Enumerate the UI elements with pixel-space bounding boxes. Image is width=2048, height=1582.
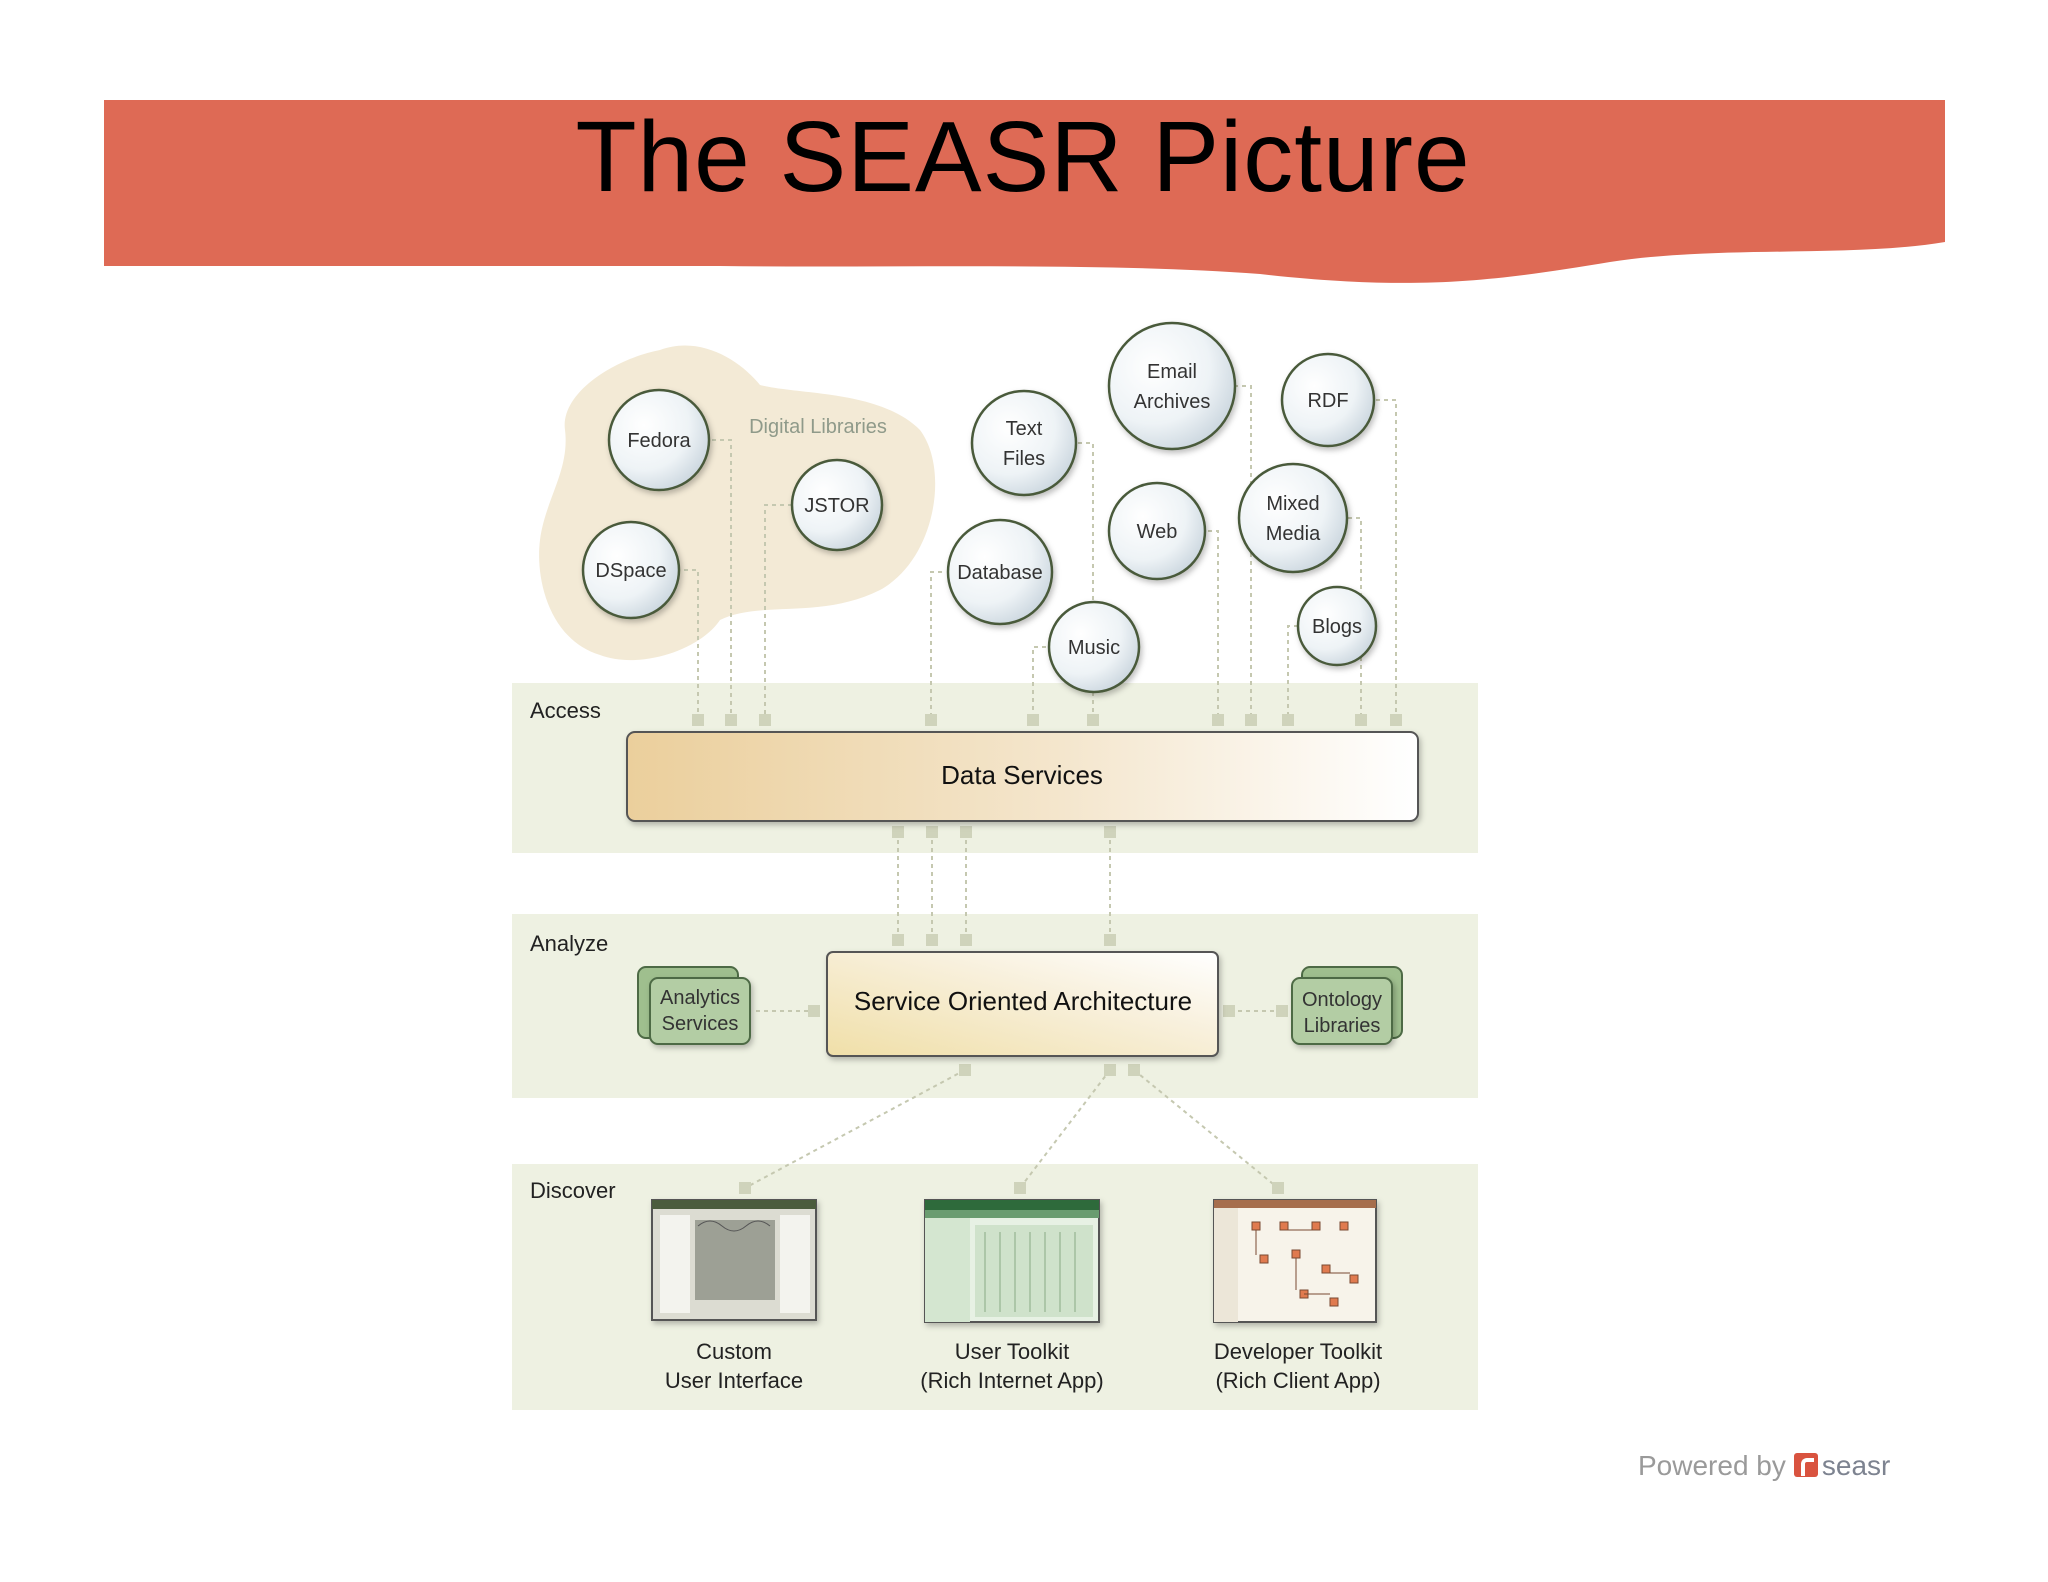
mixed-media-label: Mixed xyxy=(1266,493,1319,515)
seasr-brand-text: seasr xyxy=(1821,1450,1891,1481)
email-archives-label: Archives xyxy=(1134,391,1211,413)
text-files-label: Text xyxy=(1006,418,1043,440)
blogs-label: Blogs xyxy=(1312,616,1362,638)
rdf-bubble: RDF xyxy=(1280,352,1376,448)
page-title: The SEASR Picture xyxy=(575,101,1471,213)
custom-ui-caption: Custom User Interface xyxy=(664,1339,804,1393)
dspace-label: DSpace xyxy=(595,560,666,582)
email-archives-label: Email xyxy=(1147,361,1197,383)
user-toolkit-caption: User Toolkit (Rich Internet App) xyxy=(920,1339,1104,1393)
connector-ports xyxy=(692,714,1402,1194)
ontology-line-2: Libraries xyxy=(1304,1015,1381,1037)
custom-ui-thumbnail xyxy=(651,1199,817,1321)
jstor-label: JSTOR xyxy=(804,495,869,517)
access-layer-label: Access xyxy=(530,698,601,723)
fedora-bubble: Fedora xyxy=(607,388,711,492)
ontology-line-1: Ontology xyxy=(1302,989,1382,1011)
user-toolkit-thumbnail xyxy=(924,1199,1100,1323)
fedora-label: Fedora xyxy=(627,430,691,452)
blogs-bubble: Blogs xyxy=(1296,585,1378,667)
seasr-logo-icon xyxy=(1793,1453,1818,1477)
jstor-bubble: JSTOR xyxy=(790,458,884,552)
analytics-services: Analytics Services xyxy=(637,966,751,1045)
dspace-bubble: DSpace xyxy=(581,520,681,620)
music-label: Music xyxy=(1068,637,1120,659)
analytics-line-1: Analytics xyxy=(660,987,740,1009)
web-label: Web xyxy=(1137,521,1178,543)
data-services-label: Data Services xyxy=(941,760,1103,790)
soa-box xyxy=(826,951,1219,1057)
mixed-media-label: Media xyxy=(1266,523,1321,545)
rdf-label: RDF xyxy=(1307,390,1348,412)
powered-by-text: Powered by xyxy=(1638,1450,1786,1481)
soa-label: Service Oriented Architecture xyxy=(854,986,1192,1016)
database-label: Database xyxy=(957,562,1043,584)
text-files-label: Files xyxy=(1003,448,1045,470)
ontology-libraries: Ontology Libraries xyxy=(1291,966,1403,1045)
digital-libraries-label: Digital Libraries xyxy=(749,416,887,438)
database-bubble: Database xyxy=(946,518,1054,626)
developer-toolkit-caption: Developer Toolkit (Rich Client App) xyxy=(1213,1339,1383,1393)
title-banner xyxy=(104,100,1945,283)
developer-toolkit-thumbnail xyxy=(1213,1199,1377,1323)
analyze-layer-label: Analyze xyxy=(530,931,609,956)
web-bubble: Web xyxy=(1107,481,1207,581)
music-bubble: Music xyxy=(1047,600,1141,694)
connector-lines xyxy=(668,385,1397,1189)
discover-layer-label: Discover xyxy=(530,1178,616,1203)
powered-by-footer: Powered by seasr xyxy=(1638,1450,1890,1482)
data-services-box xyxy=(626,731,1419,822)
analytics-line-2: Services xyxy=(662,1013,739,1035)
